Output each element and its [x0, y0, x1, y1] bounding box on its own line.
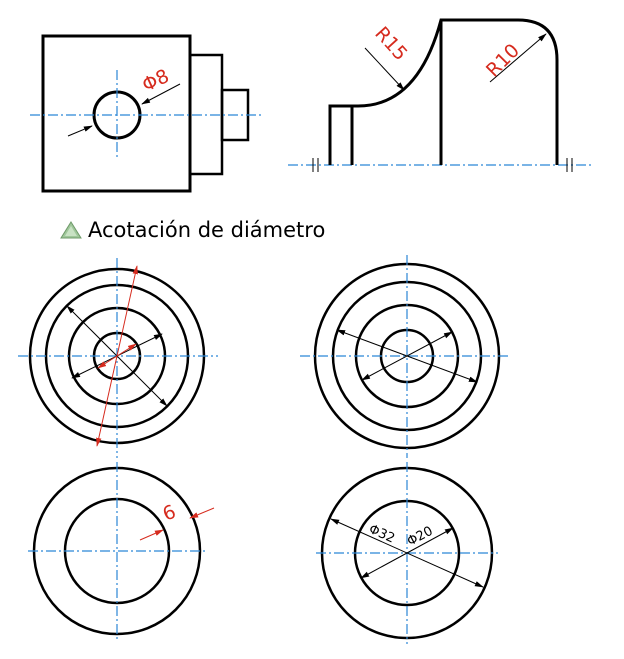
phi8-label: Φ8: [139, 65, 173, 96]
diameter-line-red-small: [97, 343, 137, 369]
r15-leader: [364, 47, 405, 91]
dim-6-arrow-in: [139, 529, 164, 541]
section-heading: Acotación de diámetro: [60, 218, 325, 242]
dim-6-arrow-out: [189, 507, 215, 519]
r10-label: R10: [482, 40, 524, 82]
diameter-labels-view: Φ32 Φ20: [316, 462, 498, 644]
r10-leader: [489, 33, 547, 83]
phi32-label: Φ32: [366, 522, 397, 547]
ring-thickness-view: 6: [28, 462, 215, 640]
dim-6-label: 6: [160, 501, 179, 526]
concentric-circles-view-2: [300, 255, 510, 458]
profile-outline: [328, 18, 559, 165]
block-with-hole-view: Φ8: [30, 34, 262, 193]
concentric-circles-view-1: [18, 258, 218, 458]
phi20-dimension-line: [360, 527, 454, 579]
r15-label: R15: [370, 23, 411, 66]
section-heading-text: Acotación de diámetro: [88, 218, 326, 242]
radius-profile-view: R15 R10: [288, 18, 592, 172]
diameter-line-2: [361, 331, 453, 381]
triangle-icon: [60, 221, 82, 239]
phi8-leader-right: [141, 83, 181, 105]
circle-inner: [63, 497, 171, 605]
phi8-leader-left: [67, 125, 93, 137]
